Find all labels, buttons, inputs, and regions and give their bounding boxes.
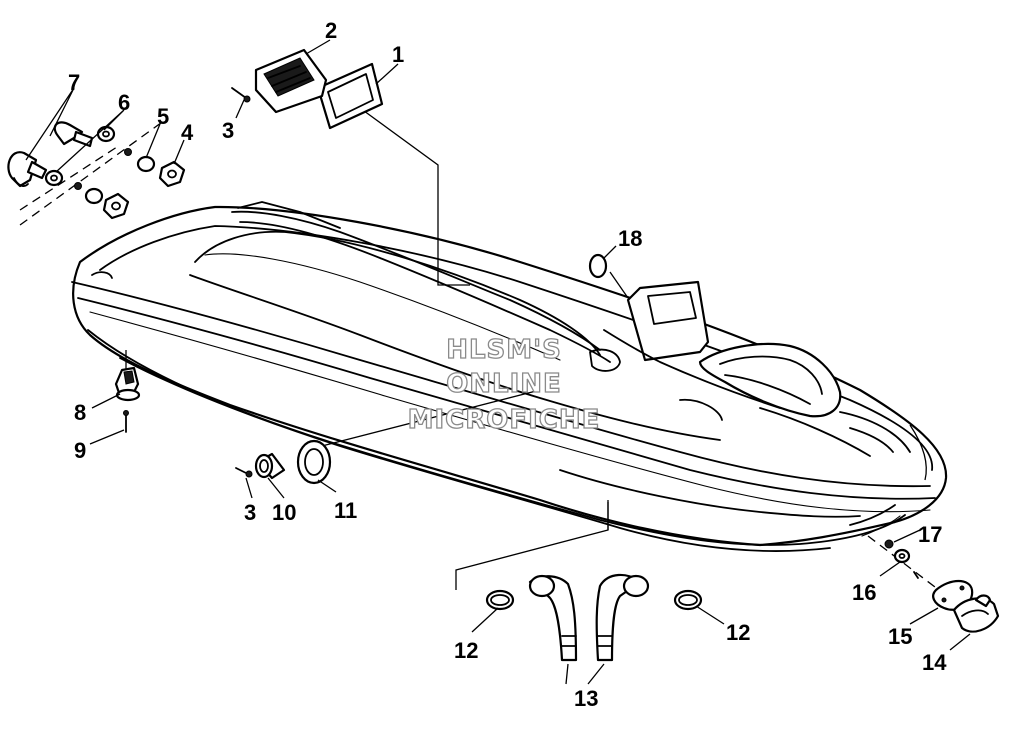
callout-12-right: 12 xyxy=(726,620,750,645)
callout-13: 13 xyxy=(574,686,598,711)
sleeve-part-10 xyxy=(254,452,286,480)
callout-8: 8 xyxy=(74,400,86,425)
callout-17: 17 xyxy=(918,522,942,547)
callout-14: 14 xyxy=(922,650,947,675)
u-tube-part-7 xyxy=(7,121,94,188)
clamp-part-12-left xyxy=(485,589,515,611)
flange-part-11 xyxy=(296,439,332,485)
callout-18: 18 xyxy=(618,226,642,251)
washer-part-16 xyxy=(893,548,919,579)
callout-9: 9 xyxy=(74,438,86,463)
watermark-line-1: HLSM'S xyxy=(446,335,562,365)
callout-leaders xyxy=(25,39,971,685)
callout-7: 7 xyxy=(68,70,80,95)
elbow-hose-part-13 xyxy=(528,573,650,662)
callout-2: 2 xyxy=(325,18,337,43)
clamp-part-12-right xyxy=(673,589,703,611)
callout-4: 4 xyxy=(181,120,194,145)
callout-12-left: 12 xyxy=(454,638,478,663)
callout-10: 10 xyxy=(272,500,296,525)
gasket-part-1 xyxy=(316,62,384,130)
callout-11: 11 xyxy=(334,498,357,523)
callout-3-top: 3 xyxy=(222,118,234,143)
nut-part-4 xyxy=(102,160,186,220)
hull-body xyxy=(71,201,948,552)
watermark: HLSM'S ONLINE MICROFICHE xyxy=(407,334,601,435)
watermark-line-3: MICROFICHE xyxy=(408,405,601,435)
drain-plug-part-8 xyxy=(114,366,141,402)
callout-15: 15 xyxy=(888,624,912,649)
screw-part-3-top xyxy=(231,87,251,103)
callout-numbers: 1 2 3 4 5 6 7 8 9 3 10 11 12 12 13 14 15… xyxy=(68,18,947,711)
screw-part-9 xyxy=(123,410,129,433)
callout-5: 5 xyxy=(157,104,169,129)
vent-grille-part-2 xyxy=(254,48,328,114)
bow-eye-part-14 xyxy=(952,594,1000,633)
callout-16: 16 xyxy=(852,580,876,605)
watermark-line-2: ONLINE xyxy=(446,369,562,399)
callout-3-bottom: 3 xyxy=(244,500,256,525)
screw-part-3-bottom xyxy=(235,467,253,478)
washer-part-5 xyxy=(74,148,156,205)
callout-6: 6 xyxy=(118,90,130,115)
callout-1: 1 xyxy=(392,42,404,67)
o-ring-part-18 xyxy=(588,253,608,279)
nut-part-17 xyxy=(884,539,894,549)
